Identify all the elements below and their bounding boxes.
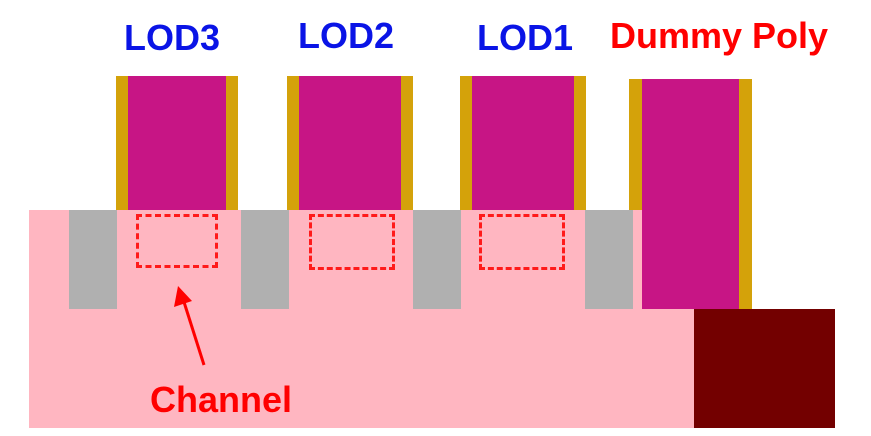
- gate-lod3-spacer-right: [226, 76, 238, 210]
- sti-block-4: [585, 210, 633, 309]
- label-lod2: LOD2: [298, 15, 395, 56]
- sti-block-2: [241, 210, 289, 309]
- channel-outline-lod2: [309, 214, 395, 270]
- gate-lod2-spacer-right: [401, 76, 413, 210]
- gate-lod1-spacer-left: [460, 76, 472, 210]
- gate-lod2-spacer-left: [287, 76, 299, 210]
- gate-lod3-spacer-left: [116, 76, 128, 210]
- sti-block-1: [69, 210, 117, 309]
- dummy-gate-spacer-right: [739, 79, 752, 309]
- substrate: [29, 210, 694, 428]
- dummy-gate-spacer-left: [629, 79, 642, 210]
- label-lod3: LOD3: [124, 17, 221, 58]
- gate-lod1: [472, 76, 574, 210]
- sti-block-3: [413, 210, 461, 309]
- gate-lod3: [128, 76, 226, 210]
- dummy-poly-gate: [642, 79, 739, 309]
- channel-outline-lod3: [136, 214, 218, 268]
- label-lod1: LOD1: [477, 17, 574, 58]
- channel-outline-lod1: [479, 214, 565, 270]
- gate-lod1-spacer-right: [574, 76, 586, 210]
- label-dummy-poly: Dummy Poly: [610, 15, 829, 56]
- dummy-poly-block: [694, 309, 835, 428]
- gate-lod2: [299, 76, 401, 210]
- label-channel: Channel: [150, 379, 293, 420]
